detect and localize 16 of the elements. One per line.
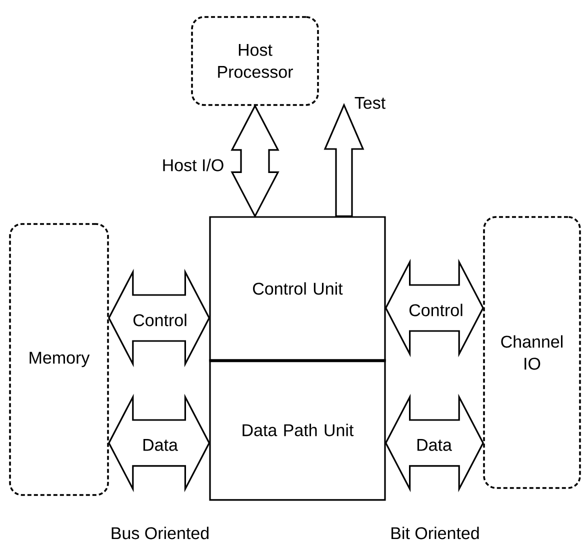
dashed-box: Memory	[9, 223, 109, 496]
edge-label: Control	[133, 314, 186, 326]
block-arrow	[108, 394, 210, 492]
block-arrow	[108, 268, 210, 368]
edge-label: Host I/O	[163, 158, 224, 172]
edge-label: Test	[354, 97, 386, 109]
unit-box: Control Unit	[209, 216, 386, 361]
block-arrow	[324, 102, 364, 217]
unit-box: Data Path Unit	[209, 359, 386, 501]
edge-label: Data	[417, 439, 452, 451]
dashed-box: Host Processor	[191, 16, 319, 106]
edge-label: Control	[409, 304, 462, 316]
edge-label: Data	[143, 439, 178, 451]
side-label: Bus Oriented	[112, 526, 208, 540]
side-label: Bit Oriented	[392, 526, 479, 540]
dashed-box: Channel IO	[483, 216, 581, 489]
